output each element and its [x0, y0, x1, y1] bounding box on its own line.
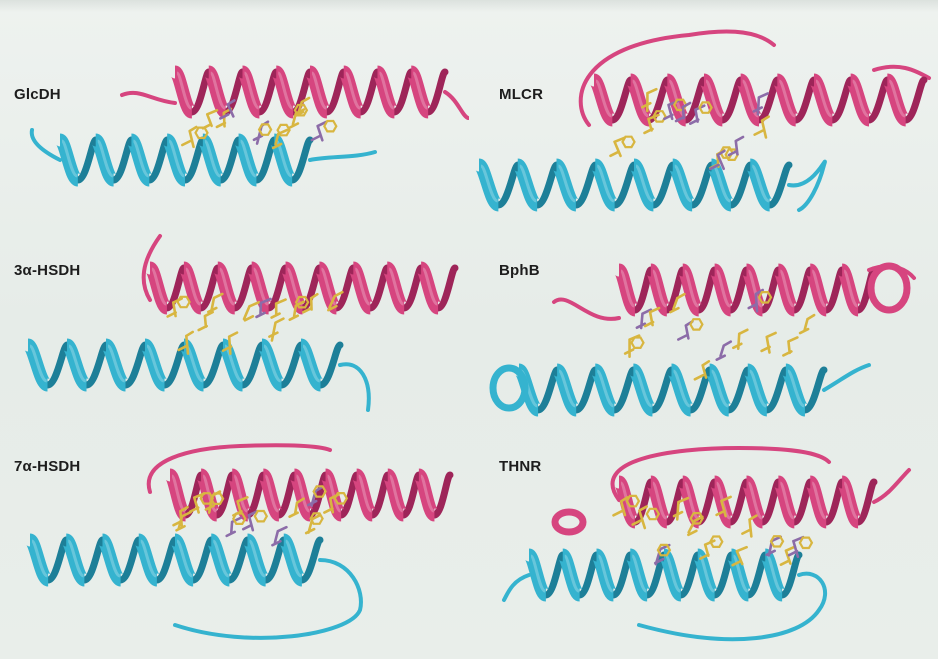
- side-chain-stick: [312, 122, 326, 140]
- helix-back-strand: [201, 268, 218, 308]
- helix-pair-structure: [0, 440, 469, 655]
- side-chain-stick: [762, 333, 776, 353]
- helix-back-strand: [748, 555, 765, 595]
- helix-back-strand: [537, 165, 556, 205]
- side-chain-stick: [733, 330, 747, 349]
- helix-pair-structure: [469, 220, 938, 435]
- helix-back-strand: [546, 555, 563, 595]
- upper-tail: [445, 92, 468, 118]
- helix-back-strand: [428, 72, 445, 112]
- aromatic-ring: [255, 511, 267, 521]
- lower-tail: [340, 364, 369, 410]
- upper-coil-end: [871, 266, 907, 310]
- lower-tail: [789, 162, 825, 210]
- helix-back-strand: [731, 165, 750, 205]
- side-chain-stick: [783, 337, 797, 355]
- panel-3a-hsdh: 3α-HSDH: [0, 220, 469, 435]
- helix-back-strand: [204, 345, 224, 385]
- lower-helix: [28, 345, 340, 385]
- panel-bphb: BphB: [469, 220, 938, 435]
- helix-back-strand: [498, 165, 517, 205]
- upper-coil-start: [555, 512, 583, 532]
- lower-helix: [479, 165, 789, 205]
- helix-back-strand: [404, 268, 421, 308]
- helix-back-strand: [126, 345, 146, 385]
- lower-loop: [504, 575, 529, 600]
- helix-back-strand: [580, 555, 597, 595]
- helix-back-strand: [805, 370, 824, 410]
- upper-tail: [874, 67, 929, 78]
- panel-glcdh: GlcDH: [0, 0, 469, 215]
- helix-back-strand: [165, 345, 185, 385]
- helix-back-strand: [302, 540, 320, 580]
- helix-back-strand: [613, 555, 630, 595]
- lower-helix: [519, 370, 824, 410]
- lower-helix: [529, 555, 799, 595]
- aromatic-ring: [800, 538, 812, 548]
- lower-helix: [30, 540, 320, 580]
- side-chain-stick: [182, 127, 196, 147]
- helix-pair-structure: [0, 0, 469, 215]
- upper-loop: [122, 93, 175, 103]
- lower-tail: [310, 152, 375, 160]
- side-chain-stick: [199, 312, 213, 330]
- aromatic-ring: [690, 319, 702, 329]
- helix-back-strand: [692, 165, 711, 205]
- helix-back-strand: [292, 140, 310, 180]
- helix-back-strand: [361, 72, 378, 112]
- lower-loop: [32, 130, 60, 160]
- side-chain-stick: [203, 110, 217, 128]
- lower-tail: [824, 365, 869, 390]
- upper-tail: [874, 470, 909, 502]
- helix-back-strand: [192, 72, 209, 112]
- aromatic-ring: [632, 338, 644, 348]
- helix-back-strand: [321, 345, 341, 385]
- helix-back-strand: [394, 72, 411, 112]
- upper-helix: [619, 270, 874, 310]
- panel-thnr: THNR: [469, 440, 938, 655]
- helix-back-strand: [681, 555, 698, 595]
- helix-back-strand: [576, 165, 595, 205]
- lower-tail: [639, 574, 825, 639]
- helix-back-strand: [615, 165, 634, 205]
- panel-7a-hsdh: 7α-HSDH: [0, 440, 469, 655]
- lower-helix: [60, 140, 310, 180]
- helix-back-strand: [259, 72, 276, 112]
- helix-back-strand: [336, 268, 353, 308]
- helix-back-strand: [235, 268, 252, 308]
- helix-pair-structure: [469, 0, 938, 215]
- helix-back-strand: [87, 345, 107, 385]
- side-chain-stick: [269, 319, 283, 341]
- upper-helix: [175, 72, 445, 112]
- helix-back-strand: [282, 345, 302, 385]
- aromatic-ring: [324, 121, 336, 131]
- helix-back-strand: [770, 165, 789, 205]
- side-chain-stick: [800, 315, 814, 333]
- helix-back-strand: [327, 72, 344, 112]
- helix-back-strand: [243, 345, 263, 385]
- panel-mlcr: MLCR: [469, 0, 938, 215]
- helix-back-strand: [438, 268, 455, 308]
- upper-loop: [554, 299, 619, 318]
- aromatic-ring: [178, 297, 190, 307]
- helix-pair-structure: [469, 440, 938, 655]
- aromatic-ring: [623, 137, 635, 147]
- helix-back-strand: [653, 165, 672, 205]
- side-chain-stick: [625, 336, 639, 357]
- helix-back-strand: [48, 345, 68, 385]
- helix-pair-structure: [0, 220, 469, 435]
- side-chain-stick: [717, 342, 731, 360]
- lower-coil-end: [493, 368, 525, 408]
- helix-back-strand: [906, 80, 924, 120]
- helix-back-strand: [370, 268, 387, 308]
- helix-back-strand: [715, 555, 732, 595]
- aromatic-ring: [196, 128, 208, 138]
